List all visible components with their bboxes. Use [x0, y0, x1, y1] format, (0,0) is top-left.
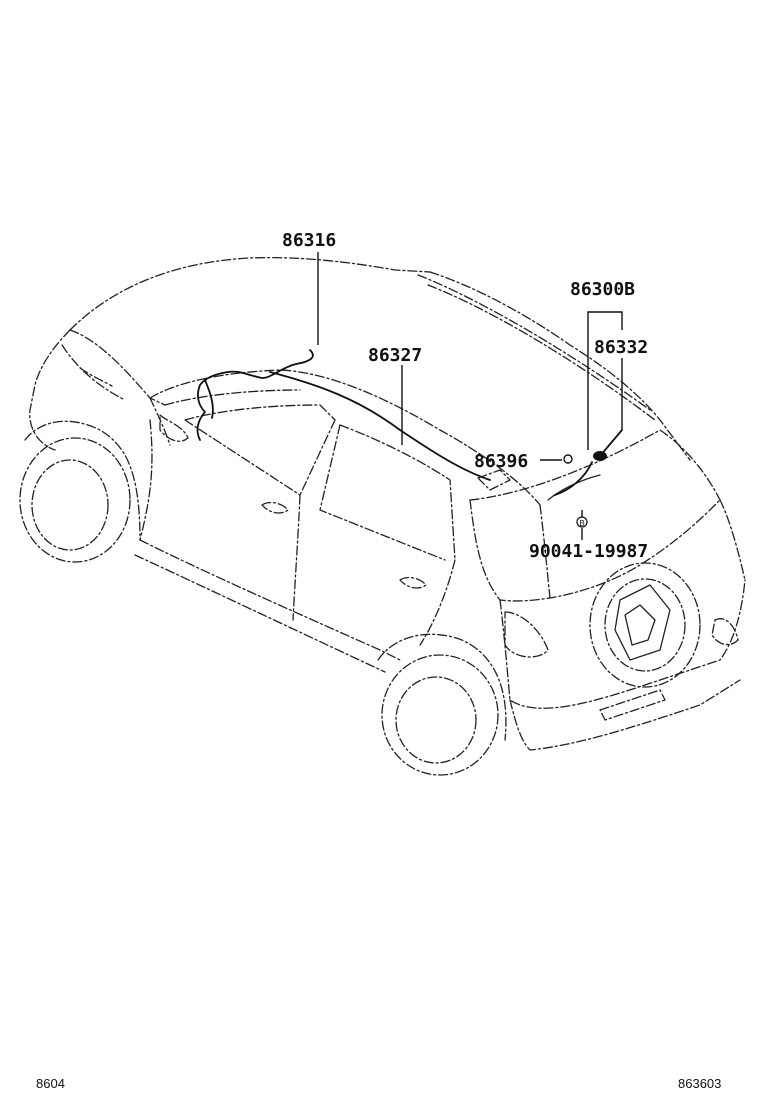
callout-labels: 86316 86327 86300B 86332 86396 90041-199…	[282, 230, 648, 562]
bolt-marker-letter: B	[579, 519, 584, 528]
antenna-assembly: B	[554, 429, 623, 528]
callout-86332: 86332	[594, 337, 648, 358]
callout-86396: 86396	[474, 451, 528, 472]
figure-code: 863603	[678, 1076, 721, 1091]
leader-lines	[317, 252, 623, 540]
callout-86300b: 86300B	[570, 279, 635, 300]
callout-90041-19987: 90041-19987	[529, 541, 648, 562]
antenna-cord-86327	[269, 371, 491, 481]
callout-86327: 86327	[368, 345, 422, 366]
callout-86316: 86316	[282, 230, 336, 251]
pad-86396-icon	[563, 454, 573, 464]
antenna-cord-86316	[196, 349, 314, 441]
vehicle-body-outline	[19, 256, 746, 776]
section-code: 8604	[36, 1076, 65, 1091]
